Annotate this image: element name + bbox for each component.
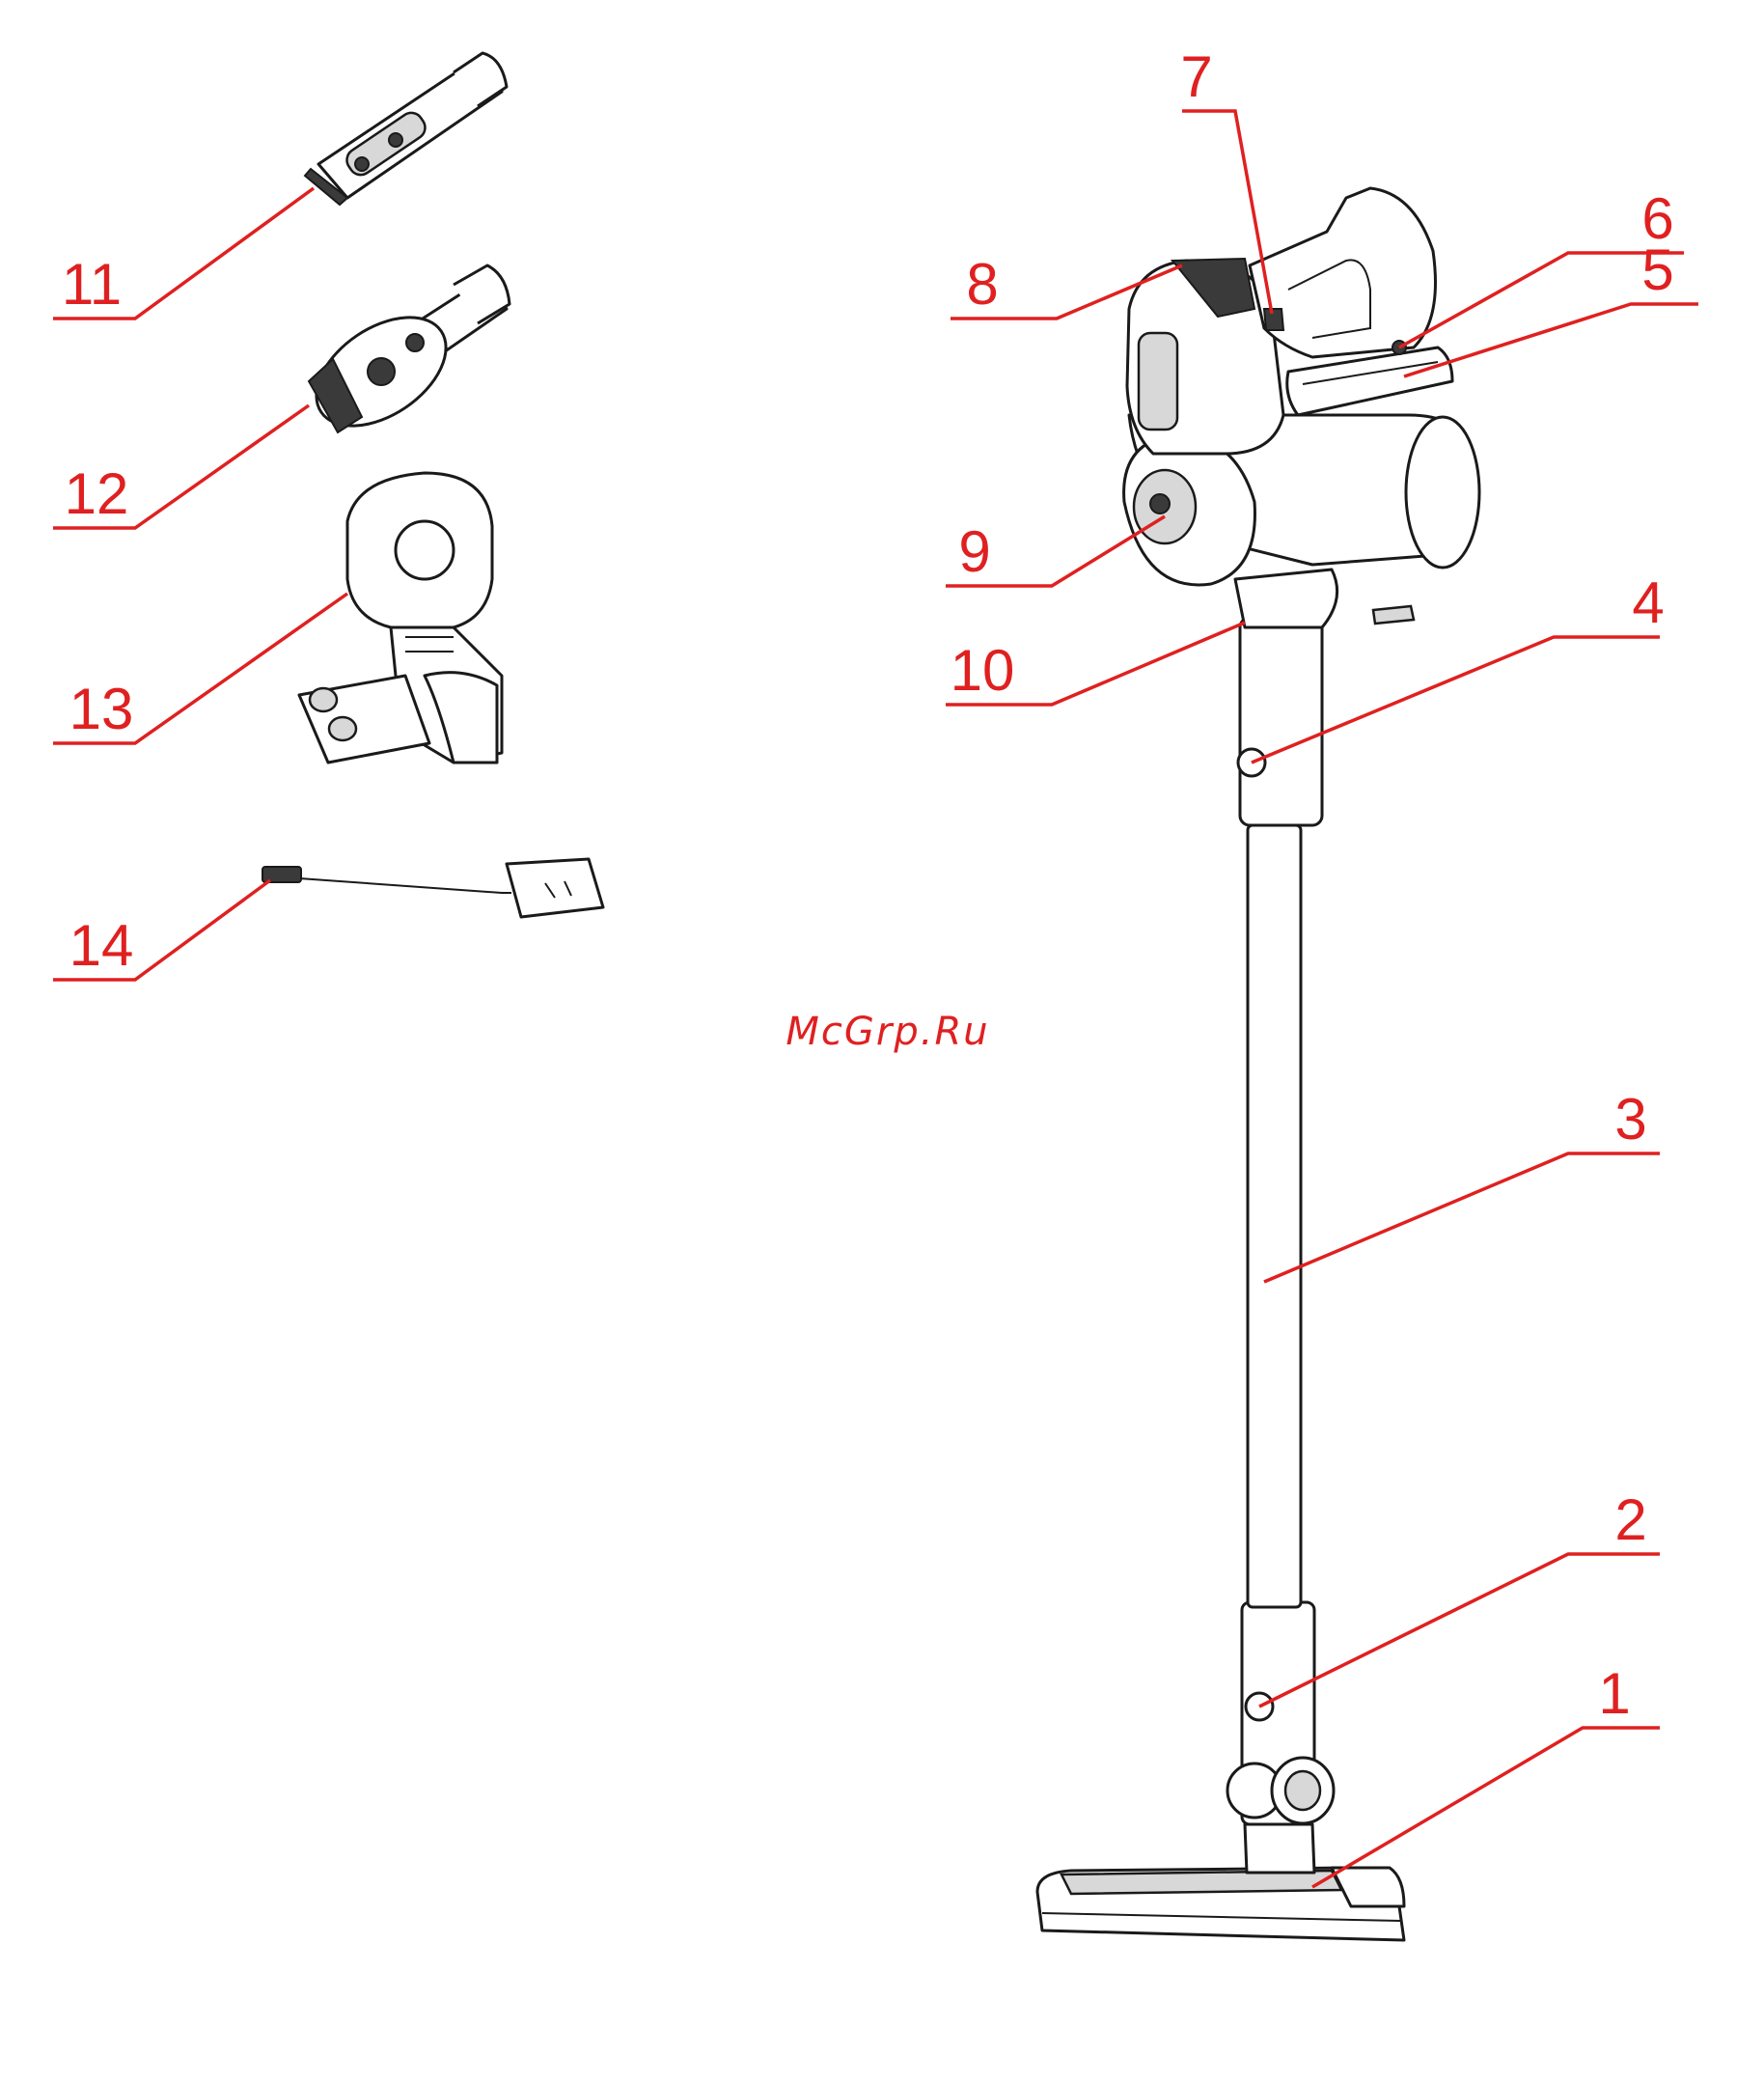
- callout-number-2: 2: [1614, 1487, 1646, 1552]
- handheld-body-drawing: [1124, 188, 1479, 825]
- callout-number-14: 14: [69, 913, 134, 978]
- extension-tube-drawing: [1248, 825, 1301, 1607]
- callout-number-4: 4: [1632, 570, 1664, 635]
- callout-number-10: 10: [951, 638, 1015, 703]
- swivel-joint-drawing: [1227, 1602, 1334, 1873]
- callout-number-13: 13: [69, 677, 134, 741]
- leader-line-3: [1264, 1153, 1660, 1282]
- callout-number-1: 1: [1598, 1661, 1630, 1726]
- wall-mount-drawing: [299, 473, 502, 763]
- leader-line-1: [1312, 1728, 1660, 1887]
- watermark-text: McGrp.Ru: [786, 1010, 989, 1054]
- callout-number-6: 6: [1641, 186, 1673, 251]
- callout-number-7: 7: [1180, 44, 1212, 109]
- dusting-brush-drawing: [297, 265, 510, 448]
- floor-head-drawing: [1037, 1868, 1404, 1940]
- callout-number-3: 3: [1614, 1087, 1646, 1152]
- callout-number-11: 11: [62, 252, 122, 317]
- charger-drawing: [262, 859, 603, 917]
- callout-number-12: 12: [65, 461, 129, 526]
- crevice-tool-drawing: [305, 53, 507, 205]
- callout-number-8: 8: [966, 252, 998, 317]
- callout-number-9: 9: [958, 519, 990, 584]
